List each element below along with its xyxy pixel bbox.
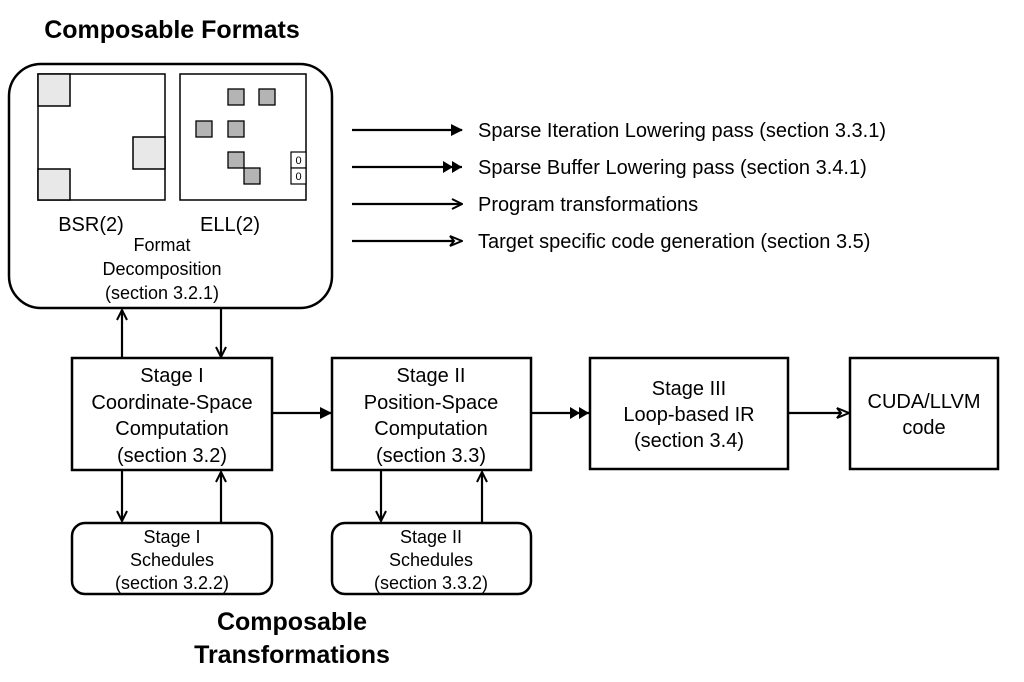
stage2-schedules-box [330,521,533,596]
ell-matrix: 0 0 [179,73,307,201]
output-code-box [848,356,1000,471]
ell-padding-cell [290,167,307,185]
ell-padding-value: 0 [295,155,301,167]
stage2-box [330,356,533,472]
stage3-box [588,356,790,471]
stage1-text: Computation [115,418,228,440]
output-code-text: CUDA/LLVM [868,391,981,413]
formats-title: Composable Formats [44,16,300,44]
legend-label: Program transformations [478,194,698,216]
format-decomposition-caption: Format [133,235,190,255]
stage3-text: (section 3.4) [634,430,744,452]
bsr-matrix [37,73,166,201]
transformations-title: Composable [217,608,367,636]
format-decomposition-caption: Decomposition [102,259,221,279]
stage3-text: Loop-based IR [623,404,754,426]
output-code-text: code [902,417,945,439]
stage1-schedules-text: Stage I [143,527,200,547]
ell-cell [243,167,261,185]
ell-padding-value: 0 [295,171,301,183]
stage2-text: Computation [374,418,487,440]
bsr-block [37,73,71,107]
ell-cell [195,120,213,138]
ell-label: ELL(2) [200,214,260,236]
stage1-text: Coordinate-Space [91,392,252,414]
ell-cell [258,88,276,106]
bsr-block [132,136,166,170]
stage1-schedules-text: Schedules [130,550,214,570]
stage2-text: Stage II [397,365,466,387]
bsr-block [37,168,71,201]
stage1-box [70,356,274,472]
stage2-schedules-text: Schedules [389,550,473,570]
ell-cell [227,151,245,169]
stage1-text: Stage I [140,365,203,387]
stage2-text: Position-Space [364,392,499,414]
transformations-title: Transformations [194,641,390,669]
legend-label: Sparse Buffer Lowering pass (section 3.4… [478,157,867,179]
bsr-label: BSR(2) [58,214,124,236]
stage3-text: Stage III [652,378,727,400]
legend: Sparse Iteration Lowering pass (section … [352,120,886,253]
stage1-schedules-box [70,521,274,596]
ell-cell [227,88,245,106]
stage2-schedules-text: Stage II [400,527,462,547]
legend-label: Sparse Iteration Lowering pass (section … [478,120,886,142]
format-decomposition-caption: (section 3.2.1) [105,283,219,303]
stage1-schedules-text: (section 3.2.2) [115,573,229,593]
stage2-text: (section 3.3) [376,445,486,467]
stage1-text: (section 3.2) [117,445,227,467]
stage2-schedules-text: (section 3.3.2) [374,573,488,593]
ell-cell [227,120,245,138]
legend-label: Target specific code generation (section… [478,231,870,253]
